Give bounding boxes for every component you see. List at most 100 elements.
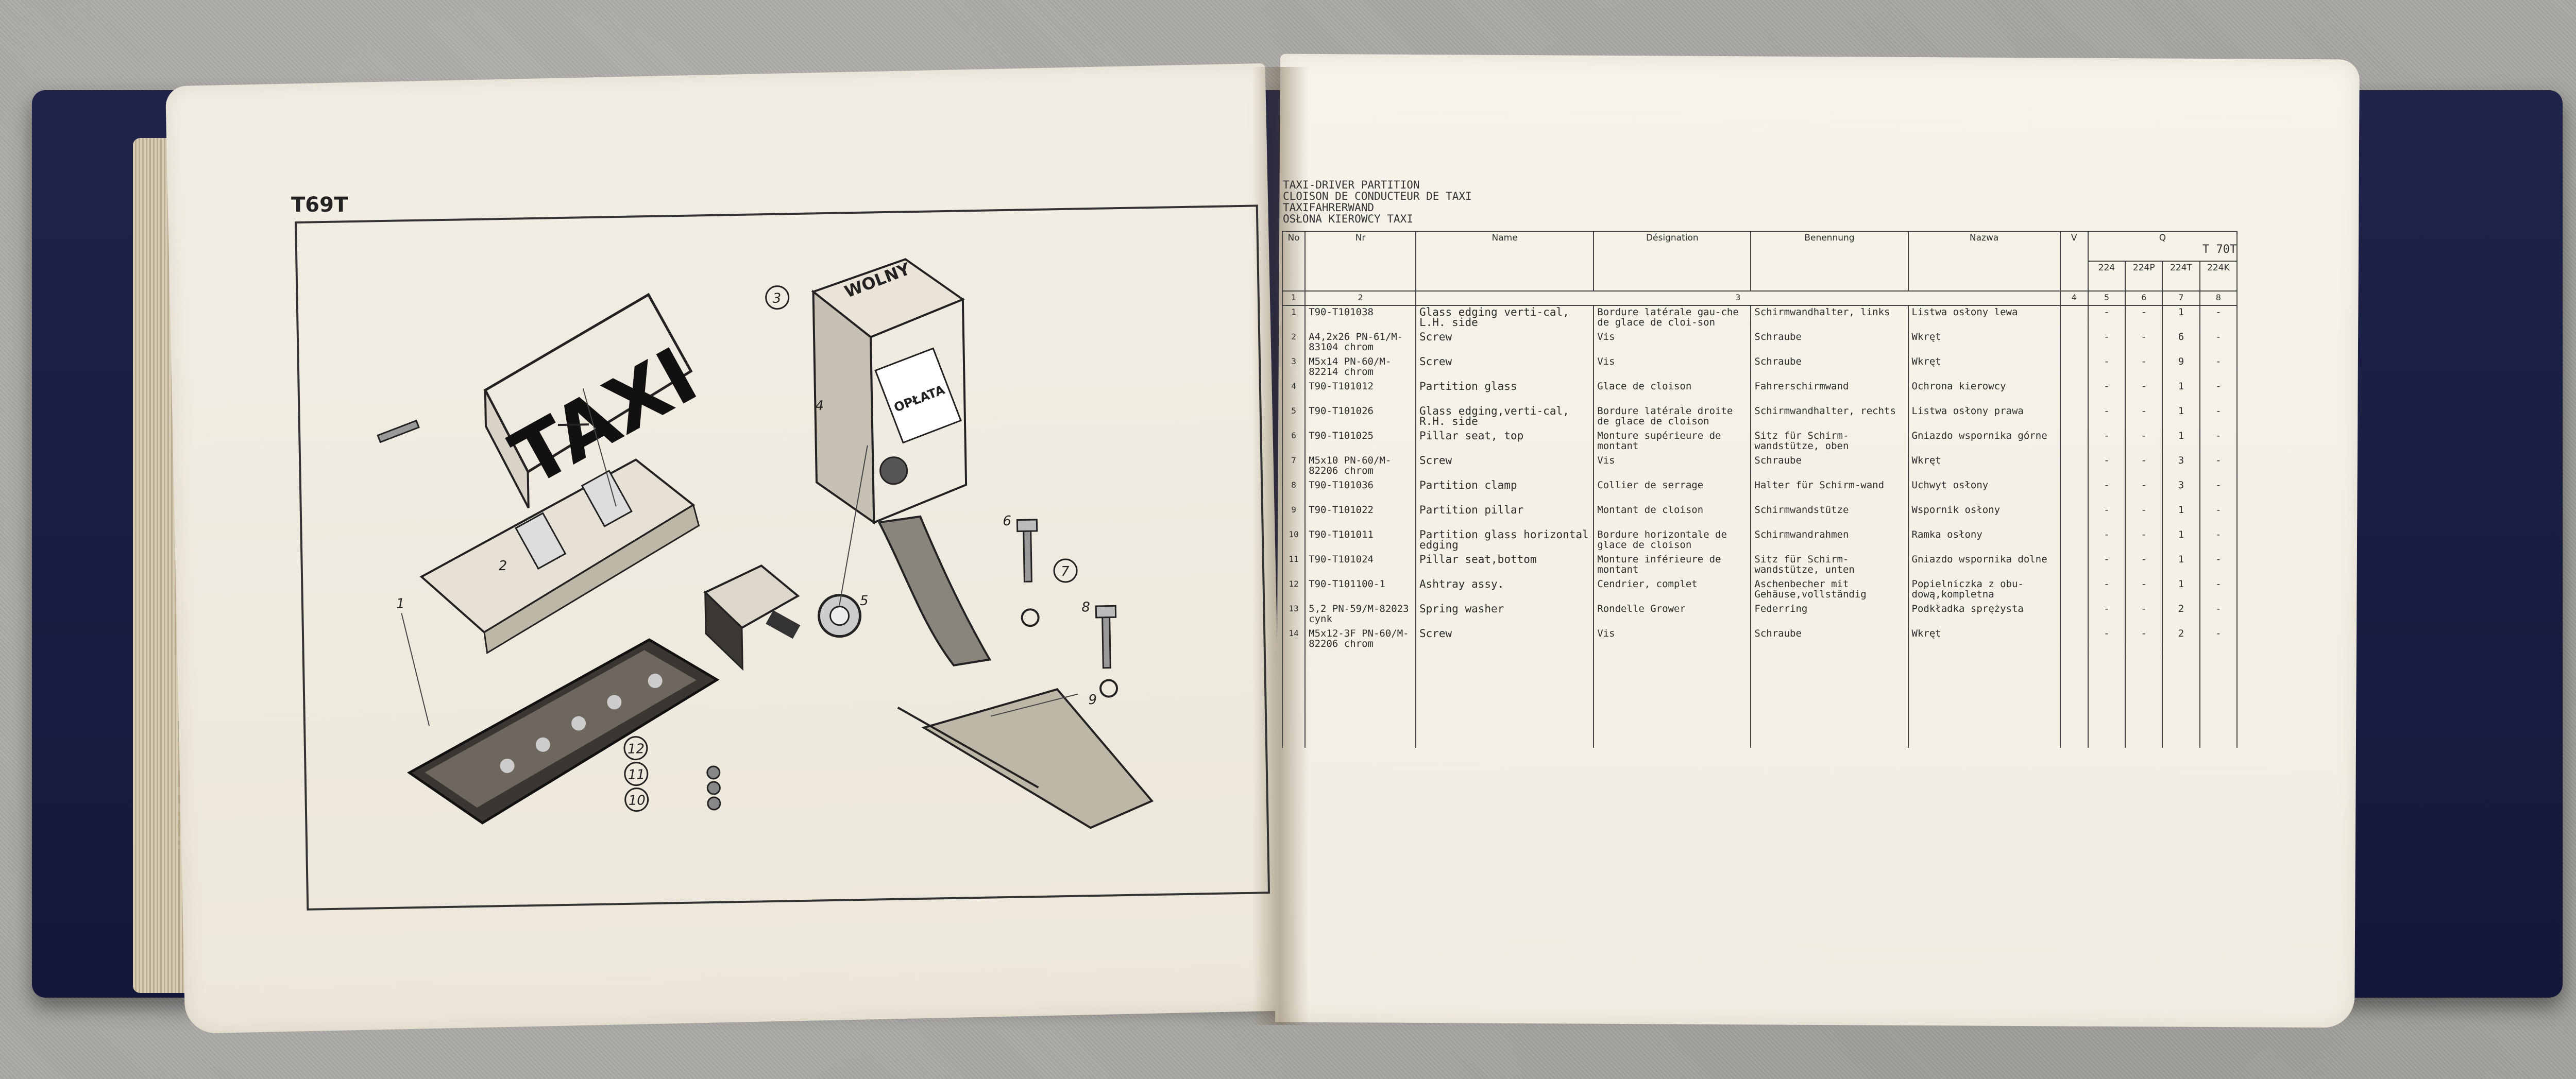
cell-nr: 5,2 PN-59/M-82023 cynk <box>1304 603 1416 627</box>
cell-no: 6 <box>1281 430 1306 454</box>
cell-q: 3 <box>2162 479 2200 504</box>
callout-10: 10 <box>628 793 646 809</box>
callout-12: 12 <box>628 741 645 757</box>
cell-de: Halter für Schirm-wand <box>1750 479 1909 504</box>
cell-name: Glass edging,verti-cal, R.H. side <box>1415 405 1595 430</box>
cell-q: - <box>2125 578 2163 603</box>
cell-de: Schirmwandhalter, rechts <box>1750 405 1909 430</box>
cell-fr: Vis <box>1593 627 1752 748</box>
cell-q: - <box>2199 331 2238 355</box>
cell-nr: T90-T101038 <box>1304 305 1416 331</box>
cell-name: Glass edging verti-cal, L.H. side <box>1415 305 1595 331</box>
cell-name: Screw <box>1415 355 1595 380</box>
header-v: V <box>2059 231 2089 292</box>
cell-pl: Wspornik osłony <box>1907 504 2061 528</box>
cell-nr: T90-T101036 <box>1304 479 1416 504</box>
cell-q: 1 <box>2162 578 2200 603</box>
cell-de: Schraube <box>1750 355 1909 380</box>
cell-pl: Wkręt <box>1907 355 2061 380</box>
fasteners <box>377 419 1118 811</box>
cell-de: Schraube <box>1750 454 1909 479</box>
col-number: 4 <box>2059 290 2089 306</box>
cell-name: Partition glass horizontal edging <box>1415 528 1595 553</box>
sign-base <box>419 458 700 655</box>
callout-3: 3 <box>772 291 781 306</box>
cell-q: - <box>2125 380 2163 405</box>
header-name: Name <box>1415 231 1595 292</box>
cell-q: - <box>2199 305 2238 331</box>
cell-q: - <box>2199 578 2238 603</box>
cell-nr: M5x14 PN-60/M-82214 chrom <box>1304 355 1416 380</box>
leader-lines <box>401 388 1078 726</box>
cell-q: - <box>2125 405 2163 430</box>
cell-pl: Wkręt <box>1907 331 2061 355</box>
callout-5: 5 <box>860 593 869 609</box>
cell-no: 3 <box>1281 355 1306 380</box>
cell-name: Spring washer <box>1415 603 1595 627</box>
cell-fr: Rondelle Grower <box>1593 603 1752 627</box>
cell-no: 11 <box>1281 553 1306 578</box>
cell-q: - <box>2199 603 2238 627</box>
cell-q: - <box>2199 355 2238 380</box>
cell-v <box>2059 305 2089 331</box>
header-nazwa: Nazwa <box>1907 231 2061 292</box>
cell-q: - <box>2087 430 2126 454</box>
cell-q: - <box>2199 479 2238 504</box>
parts-table: No Nr Name Désignation Benennung Nazwa V… <box>1281 231 2238 748</box>
header-benennung: Benennung <box>1750 231 1909 292</box>
cell-pl: Uchwyt osłony <box>1907 479 2061 504</box>
cell-q: - <box>2087 380 2126 405</box>
title-pl: OSŁONA KIEROWCY TAXI <box>1283 213 1413 225</box>
cell-nr: T90-T101022 <box>1304 504 1416 528</box>
cell-q: - <box>2125 603 2163 627</box>
cell-q: 2 <box>2162 603 2200 627</box>
cell-pl: Ramka osłony <box>1907 528 2061 553</box>
cell-de: Sitz für Schirm-wandstütze, unten <box>1750 553 1909 578</box>
cell-name: Ashtray assy. <box>1415 578 1595 603</box>
cell-de: Schraube <box>1750 331 1909 355</box>
cell-fr: Glace de cloison <box>1593 380 1752 405</box>
cell-no: 2 <box>1281 331 1306 355</box>
header-q: Q <box>2087 231 2238 262</box>
header-nr: Nr <box>1304 231 1416 292</box>
cell-v <box>2059 627 2089 748</box>
callout-9: 9 <box>1088 692 1097 708</box>
title-fr: CLOISON DE CONDUCTEUR DE TAXI <box>1283 190 1472 202</box>
cell-no: 4 <box>1281 380 1306 405</box>
cell-nr: A4,2x26 PN-61/M-83104 chrom <box>1304 331 1416 355</box>
cell-q: - <box>2087 454 2126 479</box>
cell-q: 1 <box>2162 553 2200 578</box>
col-number: 3 <box>1415 290 2061 306</box>
cell-pl: Popielniczka z obu-dową,kompletna <box>1907 578 2061 603</box>
callout-6: 6 <box>1003 513 1011 529</box>
cell-q: - <box>2125 528 2163 553</box>
cell-de: Federring <box>1750 603 1909 627</box>
cell-pl: Wkręt <box>1907 627 2061 748</box>
cell-de: Schirmwandhalter, links <box>1750 305 1909 331</box>
table-title: TAXI-DRIVER PARTITION CLOISON DE CONDUCT… <box>1283 179 1592 225</box>
header-q-224k: 224K <box>2199 261 2238 292</box>
header-designation: Désignation <box>1593 231 1752 292</box>
cell-name: Screw <box>1415 454 1595 479</box>
header-no: No <box>1281 231 1306 292</box>
cell-no: 10 <box>1281 528 1306 553</box>
cell-name: Pillar seat,bottom <box>1415 553 1595 578</box>
title-en: TAXI-DRIVER PARTITION <box>1283 179 1420 191</box>
col-number: 8 <box>2199 290 2238 306</box>
col-number: 5 <box>2087 290 2126 306</box>
cell-v <box>2059 504 2089 528</box>
page-code: T69T <box>291 193 348 217</box>
cell-nr: T90-T101012 <box>1304 380 1416 405</box>
ashtray-plate <box>406 638 720 825</box>
partition-pillar <box>818 515 1154 829</box>
callout-7: 7 <box>1061 564 1070 579</box>
cell-de: Schraube <box>1750 627 1909 748</box>
cell-v <box>2059 405 2089 430</box>
cell-q: 1 <box>2162 430 2200 454</box>
cell-no: 9 <box>1281 504 1306 528</box>
